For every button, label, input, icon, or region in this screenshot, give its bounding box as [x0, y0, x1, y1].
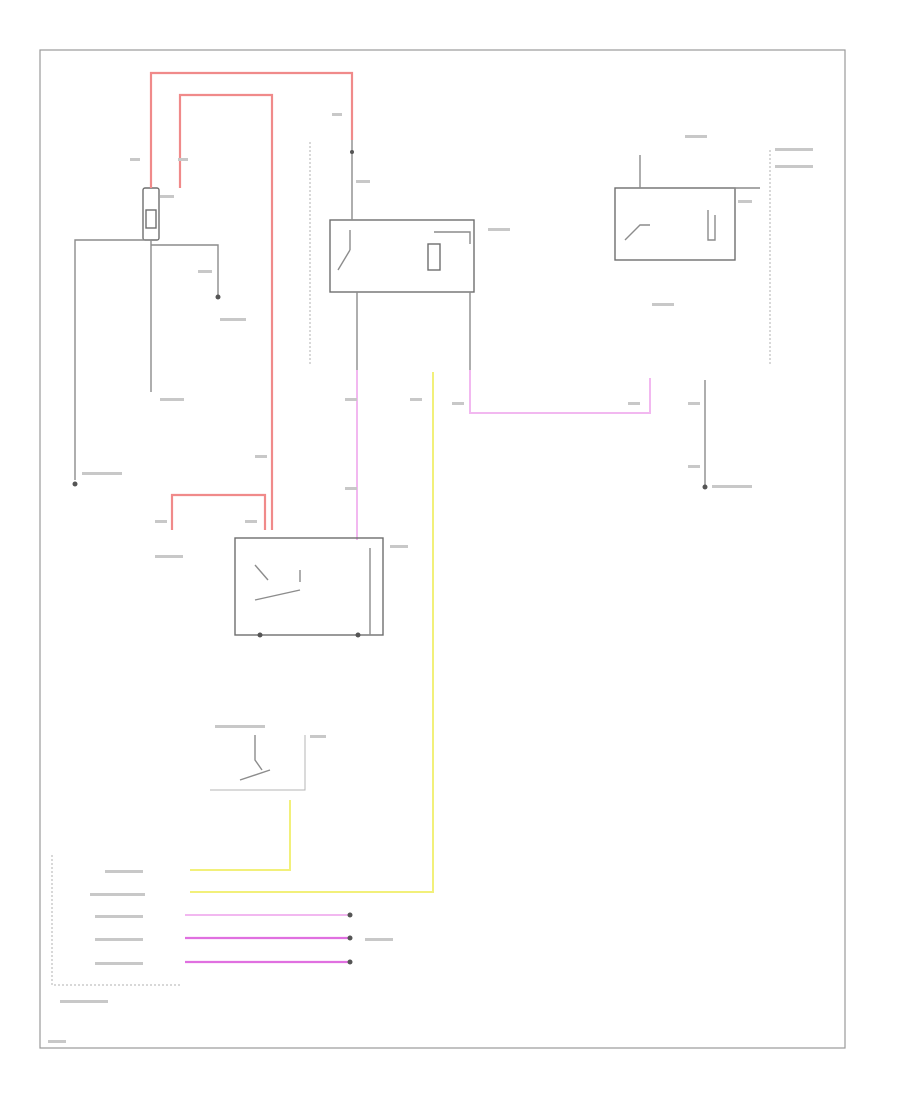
diagram-frame — [39, 49, 846, 1049]
battery — [142, 187, 160, 241]
battery-ground-left-wire — [74, 239, 151, 480]
ground-dot-left — [72, 481, 78, 487]
sensor-connector-dot — [215, 294, 221, 300]
battery-sensor-wire — [151, 244, 219, 295]
relay-control-wire — [469, 370, 651, 414]
ecm-wires — [185, 912, 353, 965]
battery-feed-wire — [178, 93, 274, 530]
battery-positive-wire — [149, 71, 354, 188]
faint-labels — [48, 113, 813, 1043]
ground-dot-right — [702, 484, 708, 490]
ignition-start-wire — [190, 800, 291, 871]
starter-relay — [329, 140, 475, 293]
ecm-bracket — [51, 855, 180, 986]
starter-motor — [234, 537, 384, 638]
starter-relay-control-wire — [190, 372, 434, 893]
battery-branch-wire — [170, 493, 267, 530]
right-relay — [614, 155, 760, 261]
ignition-switch — [190, 735, 306, 871]
